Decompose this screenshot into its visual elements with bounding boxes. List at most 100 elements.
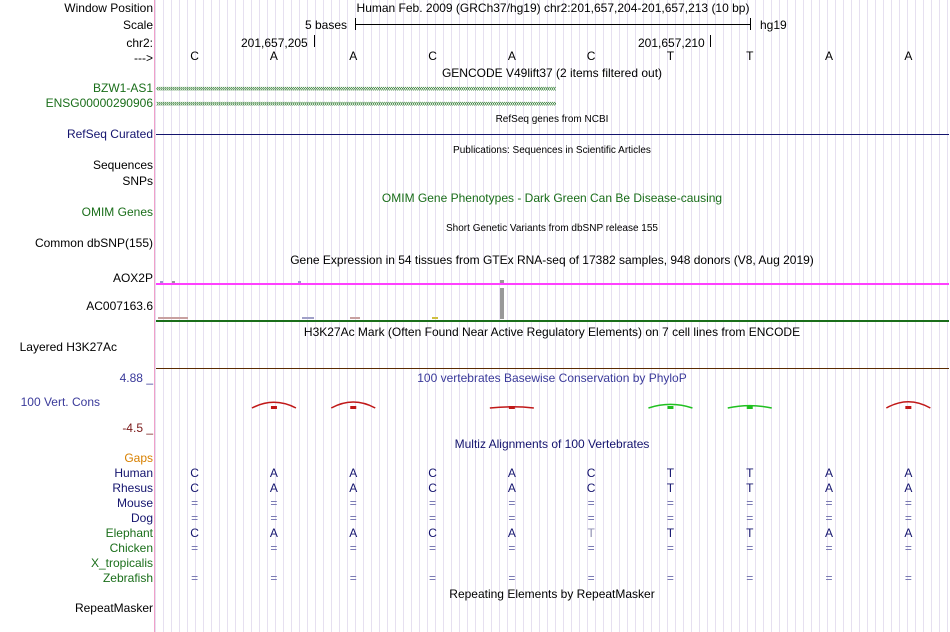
gridline	[731, 0, 732, 632]
h3k27ac-label[interactable]: Layered H3K27Ac	[19, 340, 117, 354]
gridline	[243, 0, 244, 632]
publications-track-title[interactable]: Publications: Sequences in Scientific Ar…	[453, 145, 651, 156]
alignment-base: =	[270, 571, 278, 585]
gridline	[379, 0, 380, 632]
gtex-ac007163-baseline[interactable]	[156, 320, 949, 322]
sequences-label[interactable]: Sequences	[92, 158, 153, 172]
gridline	[747, 0, 748, 632]
gene-ensg00000290906-feature[interactable]: ››››››››››››››››››››››››››››››››››››››››…	[156, 99, 556, 107]
phylop-label[interactable]: 100 Vert. Cons	[20, 395, 100, 409]
phylop-wiggle[interactable]	[155, 398, 950, 418]
gridline	[283, 0, 284, 632]
track-area[interactable]	[155, 0, 950, 632]
h3k27ac-baseline[interactable]	[156, 368, 949, 369]
alignment-base: A	[825, 526, 834, 540]
gridline	[763, 0, 764, 632]
alignment-base: =	[270, 496, 278, 510]
phylop-track-title[interactable]: 100 vertebrates Basewise Conservation by…	[417, 371, 687, 385]
alignment-base: =	[191, 511, 199, 525]
gtex-gene-aox2p-label[interactable]: AOX2P	[112, 271, 153, 285]
alignment-base: =	[429, 571, 437, 585]
gridline	[507, 0, 508, 632]
gaps-label[interactable]: Gaps	[124, 451, 153, 465]
omim-track-title[interactable]: OMIM Gene Phenotypes - Dark Green Can Be…	[381, 191, 723, 205]
repeatmasker-label[interactable]: RepeatMasker	[74, 601, 153, 615]
gridline	[203, 0, 204, 632]
gene-bzw1-as1-feature[interactable]: ‹‹‹‹‹‹‹‹‹‹‹‹‹‹‹‹‹‹‹‹‹‹‹‹‹‹‹‹‹‹‹‹‹‹‹‹‹‹‹‹…	[156, 84, 556, 92]
gridline	[299, 0, 300, 632]
species-label[interactable]: Rhesus	[112, 481, 153, 495]
base-letter: A	[904, 49, 913, 63]
gridline	[667, 0, 668, 632]
gtex-bar	[160, 281, 163, 283]
species-label[interactable]: Elephant	[105, 526, 153, 540]
alignment-base: C	[190, 526, 199, 540]
gtex-gene-ac007163-label[interactable]: AC007163.6	[86, 299, 153, 313]
gencode-track-title[interactable]: GENCODE V49lift37 (2 items filtered out)	[441, 66, 663, 80]
repeatmasker-track-title[interactable]: Repeating Elements by RepeatMasker	[449, 587, 655, 601]
gridline	[675, 0, 676, 632]
gridline	[811, 0, 812, 632]
gtex-aox2p-baseline[interactable]	[156, 283, 949, 285]
gridline	[539, 0, 540, 632]
alignment-base: =	[825, 571, 833, 585]
gridline	[867, 0, 868, 632]
alignment-base: A	[269, 526, 278, 540]
gridline	[483, 0, 484, 632]
alignment-base: =	[746, 496, 754, 510]
alignment-base: T	[666, 466, 675, 480]
alignment-base: A	[904, 466, 913, 480]
species-label[interactable]: Human	[114, 466, 153, 480]
phylop-max-label: 4.88 _	[119, 371, 153, 385]
omim-genes-label[interactable]: OMIM Genes	[81, 205, 153, 219]
gridline	[339, 0, 340, 632]
alignment-base: =	[904, 571, 912, 585]
gridline	[707, 0, 708, 632]
species-label[interactable]: Zebrafish	[102, 571, 153, 585]
refseq-track-title[interactable]: RefSeq genes from NCBI	[495, 114, 609, 125]
gridline	[803, 0, 804, 632]
species-label[interactable]: Mouse	[116, 496, 153, 510]
alignment-base: =	[587, 511, 595, 525]
gridline	[259, 0, 260, 632]
species-label[interactable]: Dog	[130, 511, 153, 525]
gridline	[939, 0, 940, 632]
refseq-curated-label[interactable]: RefSeq Curated	[66, 127, 153, 141]
h3k27ac-track-title[interactable]: H3K27Ac Mark (Often Found Near Active Re…	[303, 325, 801, 339]
dbsnp-label[interactable]: Common dbSNP(155)	[34, 236, 153, 250]
gtex-track-title[interactable]: Gene Expression in 54 tissues from GTEx …	[290, 253, 814, 267]
alignment-base: A	[349, 481, 358, 495]
snps-label[interactable]: SNPs	[122, 174, 153, 188]
gridline	[451, 0, 452, 632]
alignment-base: =	[508, 496, 516, 510]
alignment-base: C	[190, 481, 199, 495]
alignment-base: =	[746, 541, 754, 555]
gridline	[411, 0, 412, 632]
species-label[interactable]: Chicken	[109, 541, 153, 555]
gridline	[275, 0, 276, 632]
alignment-base: =	[666, 541, 674, 555]
species-label[interactable]: X_tropicalis	[90, 556, 153, 570]
gene-bzw1-as1-label[interactable]: BZW1-AS1	[92, 81, 153, 95]
dbsnp-track-title[interactable]: Short Genetic Variants from dbSNP releas…	[446, 223, 658, 234]
gridline	[715, 0, 716, 632]
refseq-gene-line[interactable]	[156, 134, 949, 135]
base-letter: T	[746, 49, 754, 63]
coordinate-2-tick	[710, 35, 711, 47]
alignment-base: C	[428, 466, 437, 480]
base-letter: T	[666, 49, 675, 63]
gridline	[851, 0, 852, 632]
coordinate-1: 201,657,205	[241, 36, 308, 50]
track-left-border	[154, 0, 155, 632]
gene-ensg00000290906-label[interactable]: ENSG00000290906	[45, 96, 153, 110]
gridline	[683, 0, 684, 632]
alignment-base: A	[349, 466, 358, 480]
gridline	[315, 0, 316, 632]
gtex-bar	[158, 317, 188, 319]
multiz-track-title[interactable]: Multiz Alignments of 100 Vertebrates	[454, 437, 650, 451]
alignment-base: =	[429, 511, 437, 525]
chr-label: chr2:	[126, 36, 153, 50]
gridline	[611, 0, 612, 632]
gridline	[659, 0, 660, 632]
gridline	[563, 0, 564, 632]
